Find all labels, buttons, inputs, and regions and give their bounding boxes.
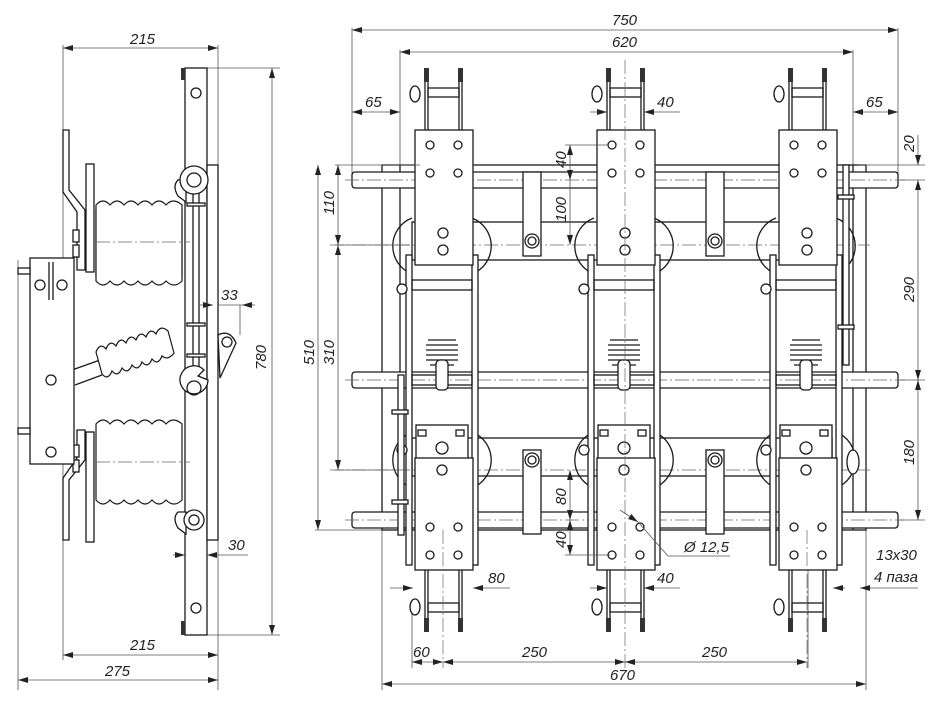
- dim-side-height-780: 780: [253, 344, 270, 370]
- dim-front-right-65: 65: [866, 94, 883, 111]
- dim-front-110: 110: [321, 190, 338, 215]
- clamps: [522, 171, 725, 535]
- lower-insulator: [95, 419, 190, 505]
- dim-front-310: 310: [321, 339, 338, 365]
- drive-plate: [29, 257, 75, 465]
- dim-front-750: 750: [612, 12, 638, 29]
- dim-slot-size: 13x30: [876, 547, 918, 564]
- dim-front-top-40: 40: [657, 94, 674, 111]
- dim-front-bottom-vert-40: 40: [553, 531, 570, 548]
- dim-front-80: 80: [553, 488, 570, 505]
- dim-front-80-plate: 80: [488, 570, 505, 587]
- dim-front-290: 290: [901, 276, 918, 303]
- upper-insulator: [95, 200, 190, 286]
- diagonal-insulator: [71, 327, 175, 386]
- dim-front-top-vert-40: 40: [553, 151, 570, 168]
- dim-side-275: 275: [104, 663, 131, 680]
- dim-front-60: 60: [413, 644, 430, 661]
- dim-side-bottom-215: 215: [129, 637, 156, 654]
- pole-1: [392, 68, 492, 632]
- dim-front-180: 180: [901, 439, 918, 465]
- dim-front-100: 100: [553, 196, 570, 222]
- dim-hole-diameter: Ø 12,5: [683, 539, 730, 556]
- dim-front-bottom-40: 40: [657, 570, 674, 587]
- dim-front-20: 20: [901, 135, 918, 153]
- dim-front-670: 670: [610, 667, 636, 684]
- dim-side-30: 30: [228, 537, 245, 554]
- dim-front-250-b: 250: [701, 644, 728, 661]
- front-view: 750 620 65 65 40 40 100 110 310 510 20 2…: [301, 12, 925, 690]
- dim-slot-count: 4 паза: [874, 569, 918, 586]
- dim-front-left-65: 65: [365, 94, 382, 111]
- dim-front-250-a: 250: [521, 644, 548, 661]
- dim-side-top-215: 215: [129, 31, 156, 48]
- pole-3: [756, 68, 856, 632]
- dim-side-33: 33: [221, 287, 238, 304]
- pole-2: [574, 68, 674, 632]
- side-main-bar: [184, 67, 208, 636]
- side-back-plate: [206, 164, 219, 541]
- dim-front-620: 620: [612, 34, 638, 51]
- side-view: 215 780 33 30 215 275: [17, 31, 280, 690]
- dim-front-510: 510: [301, 339, 318, 365]
